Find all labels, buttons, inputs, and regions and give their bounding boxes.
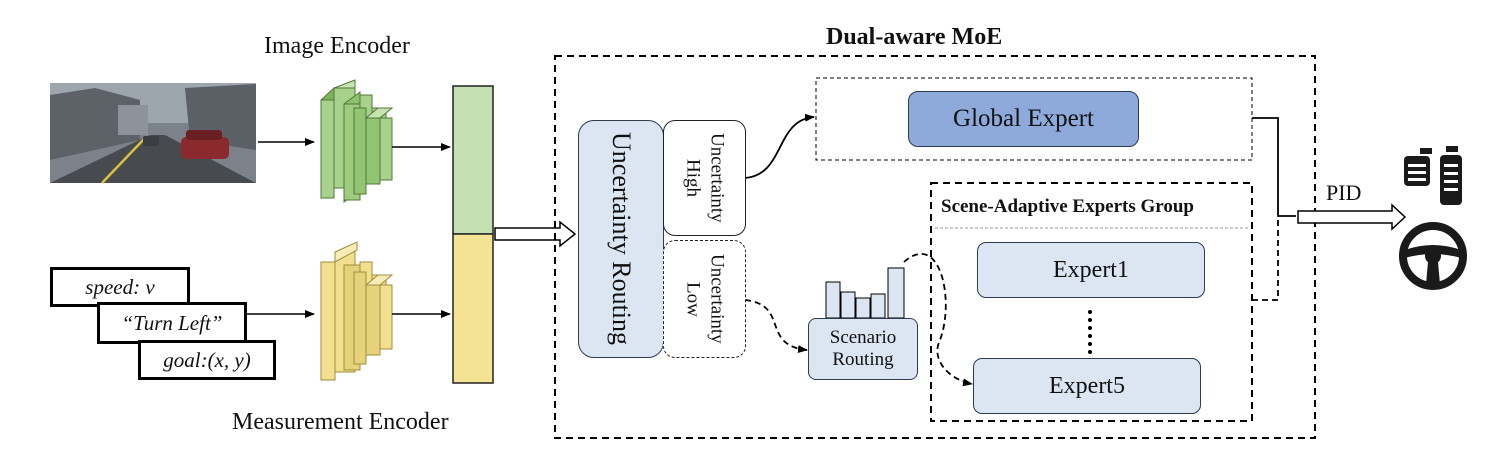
scenario-routing-line1: Scenario (829, 327, 897, 348)
image-cnn-blocks (320, 79, 394, 203)
measurement-feature-bar (452, 233, 494, 384)
measurement-cnn-blocks (320, 241, 394, 381)
global-output-line (1252, 117, 1296, 217)
global-expert-box: Global Expert (908, 91, 1139, 147)
high-uncertainty-line1: High (682, 159, 704, 197)
scenario-bar-icon (825, 267, 905, 319)
steering-wheel-icon (1399, 222, 1467, 290)
measurement-encoder-title: Measurement Encoder (232, 409, 449, 435)
low-uncertainty-line2: Uncertainty (706, 254, 728, 344)
expert-first-box: Expert1 (977, 242, 1205, 298)
group-output-line (1252, 220, 1279, 301)
uncertainty-routing-box: Uncertainty Routing (578, 120, 664, 358)
image-feature-bar (452, 85, 494, 235)
high-uncertainty-line2: Uncertainty (706, 133, 728, 223)
scene-group-container (930, 182, 1253, 422)
image-encoder-title: Image Encoder (264, 33, 410, 59)
pid-arrow (1297, 203, 1407, 231)
low-uncertainty-line1: Low (682, 281, 704, 317)
expert-last-box: Expert5 (973, 358, 1201, 414)
measurement-speed: speed: v (50, 267, 190, 307)
feature-to-moe-arrow (494, 220, 577, 248)
low-to-scenario-arrow (744, 299, 808, 354)
scenario-routing-box: Scenario Routing (808, 318, 918, 380)
uncertainty-routing-label: Uncertainty Routing (607, 132, 636, 346)
camera-image (50, 83, 256, 184)
scenario-routing-line2: Routing (832, 349, 894, 370)
pid-label: PID (1326, 180, 1362, 205)
high-to-global-arrow (744, 113, 815, 179)
scenario-to-expert-arrow (903, 253, 973, 387)
low-uncertainty-box: Low Uncertainty (663, 240, 746, 358)
moe-title: Dual-aware MoE (826, 24, 1003, 50)
high-uncertainty-box: High Uncertainty (663, 120, 746, 236)
expert-ellipsis (1088, 310, 1092, 354)
measurement-command: “Turn Left” (97, 302, 247, 344)
scene-group-title: Scene-Adaptive Experts Group (941, 196, 1194, 217)
global-expert-region (815, 77, 1253, 161)
pedals-icon (1404, 146, 1462, 205)
measurement-goal: goal:(x, y) (138, 340, 276, 380)
moe-container (554, 55, 1316, 439)
